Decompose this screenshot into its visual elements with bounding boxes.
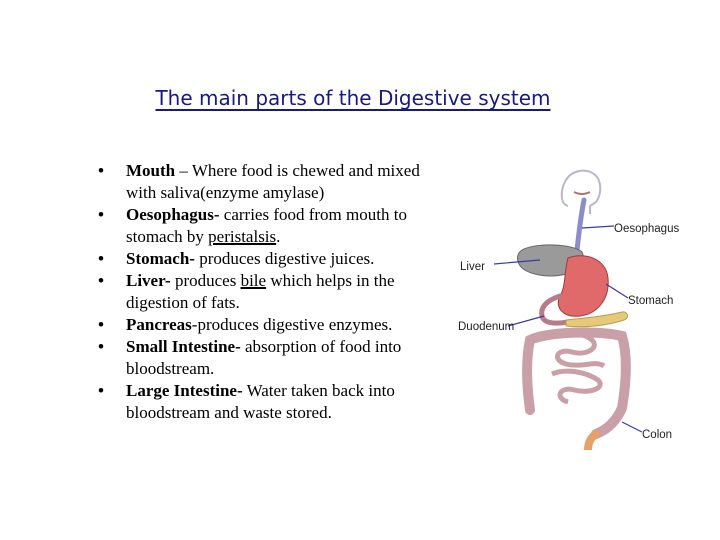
desc-mouth: – Where food is chewed and mixed with sa…: [126, 161, 420, 202]
label-liver: Liver: [460, 261, 485, 273]
colon-tube: [522, 327, 631, 439]
term-small-intestine: Small Intestine-: [126, 337, 241, 356]
leader-lines: [493, 225, 643, 433]
parts-list: • Mouth – Where food is chewed and mixed …: [98, 160, 453, 424]
list-item-oesophagus: • Oesophagus- carries food from mouth to …: [98, 204, 453, 248]
label-colon: Colon: [642, 429, 672, 441]
term-liver: Liver-: [126, 271, 171, 290]
label-stomach: Stomach: [628, 295, 673, 307]
stomach-shape: [557, 255, 609, 317]
term-mouth: Mouth: [126, 161, 176, 180]
bullet: •: [98, 271, 104, 290]
rectum-tube: [584, 430, 600, 450]
mouth-icon: [573, 191, 591, 195]
list-item-stomach: • Stomach- produces digestive juices.: [98, 248, 453, 270]
pancreas-shape: [565, 311, 629, 328]
term-oesophagus: Oesophagus-: [126, 205, 220, 224]
list-item-liver: • Liver- produces bile which helps in the…: [98, 270, 453, 314]
term-bile: bile: [240, 271, 267, 290]
desc-pancreas: -produces digestive enzymes.: [191, 315, 393, 334]
desc-stomach: produces digestive juices.: [194, 249, 375, 268]
desc-liver-end: which helps in the digestion of fats.: [126, 271, 395, 312]
digestive-system-diagram: Oesophagus Liver Stomach Duodenum Colon: [458, 169, 679, 450]
list-item-small-intestine: • Small Intestine- absorption of food int…: [98, 336, 453, 380]
desc-oesophagus-end: .: [276, 227, 281, 246]
label-duodenum: Duodenum: [458, 321, 514, 333]
bullet: •: [98, 337, 104, 356]
bullet: •: [98, 205, 104, 224]
small-intestine: [546, 330, 606, 405]
head-outline: [560, 169, 602, 214]
term-stomach: Stomach-: [126, 249, 195, 268]
list-item-pancreas: • Pancreas-produces digestive enzymes.: [98, 314, 453, 336]
bullet: •: [98, 249, 104, 268]
bullet: •: [98, 161, 104, 180]
label-oesophagus: Oesophagus: [614, 223, 679, 235]
bullet: •: [98, 315, 104, 334]
desc-oesophagus: carries food from mouth to stomach by: [126, 205, 407, 246]
term-large-intestine: Large Intestine-: [126, 381, 243, 400]
term-peristalsis: peristalsis: [208, 227, 277, 246]
desc-liver: produces: [170, 271, 241, 290]
term-pancreas: Pancreas: [126, 315, 192, 334]
list-item-large-intestine: • Large Intestine- Water taken back into …: [98, 380, 453, 424]
desc-small-intestine: absorption of food into bloodstream.: [126, 337, 402, 378]
bullet: •: [98, 381, 104, 400]
list-item-mouth: • Mouth – Where food is chewed and mixed …: [98, 160, 453, 204]
page-title: The main parts of the Digestive system: [155, 86, 551, 110]
desc-large-intestine: Water taken back into bloodstream and wa…: [126, 381, 395, 422]
